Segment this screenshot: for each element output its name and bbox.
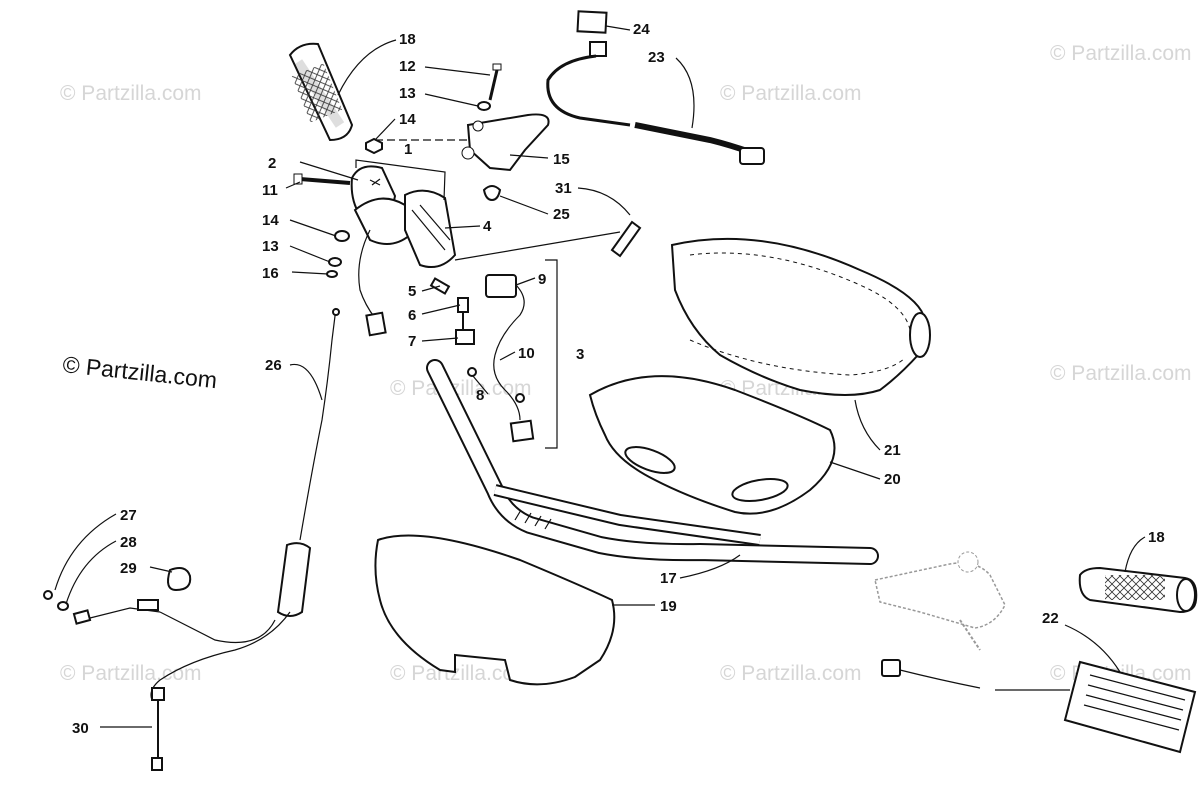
callout-24: 24 bbox=[633, 21, 650, 38]
screw-11 bbox=[293, 173, 351, 185]
pad-24 bbox=[576, 10, 608, 34]
callout-12: 12 bbox=[399, 58, 416, 75]
callout-27: 27 bbox=[120, 507, 137, 524]
callout-22: 22 bbox=[1042, 610, 1059, 627]
link-line bbox=[454, 231, 621, 261]
grip-left bbox=[288, 42, 354, 142]
callout-7: 7 bbox=[408, 333, 416, 350]
callout-10: 10 bbox=[518, 345, 535, 362]
grip-right bbox=[1078, 566, 1198, 614]
washer-13 bbox=[477, 101, 491, 111]
callout-23: 23 bbox=[648, 49, 665, 66]
cable-end-31 bbox=[577, 187, 642, 258]
clamp-29 bbox=[167, 567, 192, 592]
harness-10 bbox=[493, 354, 535, 443]
clip-25 bbox=[482, 185, 502, 202]
watermark: © Partzilla.com bbox=[1050, 362, 1192, 385]
cable-adjuster bbox=[72, 599, 161, 625]
bar-pad-21 bbox=[670, 237, 931, 396]
callout-18: 18 bbox=[1148, 529, 1165, 546]
callout-28: 28 bbox=[120, 534, 137, 551]
callout-9: 9 bbox=[538, 271, 546, 288]
callout-labels: 18 12 13 14 1 2 11 14 13 16 15 31 25 4 2… bbox=[72, 21, 1165, 737]
switch-7 bbox=[455, 329, 475, 345]
watermark: © Partzilla.com bbox=[60, 662, 202, 685]
callout-30: 30 bbox=[72, 720, 89, 737]
callout-4: 4 bbox=[483, 218, 492, 235]
heater-wire-23 bbox=[546, 41, 765, 165]
callout-13: 13 bbox=[262, 238, 279, 255]
switch-6 bbox=[457, 297, 469, 330]
callout-18: 18 bbox=[399, 31, 416, 48]
washer-28 bbox=[57, 601, 69, 611]
nut-14 bbox=[365, 137, 383, 155]
callout-15: 15 bbox=[553, 151, 570, 168]
callout-8: 8 bbox=[476, 387, 484, 404]
lower-pad-19 bbox=[374, 534, 616, 686]
callout-6: 6 bbox=[408, 307, 416, 324]
credit-text: © Partzilla.com bbox=[61, 351, 218, 393]
callout-5: 5 bbox=[408, 283, 416, 300]
callout-3: 3 bbox=[576, 346, 584, 363]
throttle-housing bbox=[350, 165, 412, 245]
handlebar-17 bbox=[426, 359, 879, 565]
throttle-cable-26 bbox=[150, 307, 340, 771]
callout-26: 26 bbox=[265, 357, 282, 374]
washer-27 bbox=[43, 590, 53, 600]
watermark: © Partzilla.com bbox=[1050, 42, 1192, 65]
callout-25: 25 bbox=[553, 206, 570, 223]
watermark: © Partzilla.com bbox=[390, 377, 532, 400]
watermark: © Partzilla.com bbox=[720, 82, 862, 105]
callout-16: 16 bbox=[262, 265, 279, 282]
callout-17: 17 bbox=[660, 570, 677, 587]
callout-13: 13 bbox=[399, 85, 416, 102]
washer-13 bbox=[328, 257, 342, 267]
nut-14 bbox=[334, 230, 350, 242]
leader-lines bbox=[54, 25, 1146, 728]
watermarks: © Partzilla.com © Partzilla.com © Partzi… bbox=[60, 42, 1192, 685]
callout-31: 31 bbox=[555, 180, 572, 197]
screw-8 bbox=[467, 367, 477, 377]
callout-20: 20 bbox=[884, 471, 901, 488]
callout-1: 1 bbox=[404, 141, 412, 158]
brake-control bbox=[874, 551, 1006, 651]
callout-29: 29 bbox=[120, 560, 137, 577]
callout-14: 14 bbox=[262, 212, 279, 229]
lever-bracket-15 bbox=[461, 113, 550, 172]
group-bracket-1 bbox=[355, 159, 446, 201]
group-bracket-3 bbox=[545, 259, 558, 449]
bolt-12 bbox=[488, 63, 502, 101]
switch-harness bbox=[358, 229, 387, 337]
callout-2: 2 bbox=[268, 155, 276, 172]
washer-16 bbox=[326, 270, 338, 278]
callout-14: 14 bbox=[399, 111, 416, 128]
watermark: © Partzilla.com bbox=[720, 662, 862, 685]
callout-11: 11 bbox=[262, 182, 278, 199]
watermark: © Partzilla.com bbox=[60, 82, 202, 105]
callout-21: 21 bbox=[884, 442, 901, 459]
foam-pad-20 bbox=[588, 375, 836, 515]
callout-19: 19 bbox=[660, 598, 677, 615]
throttle-lever-4 bbox=[404, 189, 457, 268]
switch-9 bbox=[485, 274, 525, 356]
heater-element-22 bbox=[881, 659, 1197, 754]
watermark: © Partzilla.com bbox=[390, 662, 532, 685]
